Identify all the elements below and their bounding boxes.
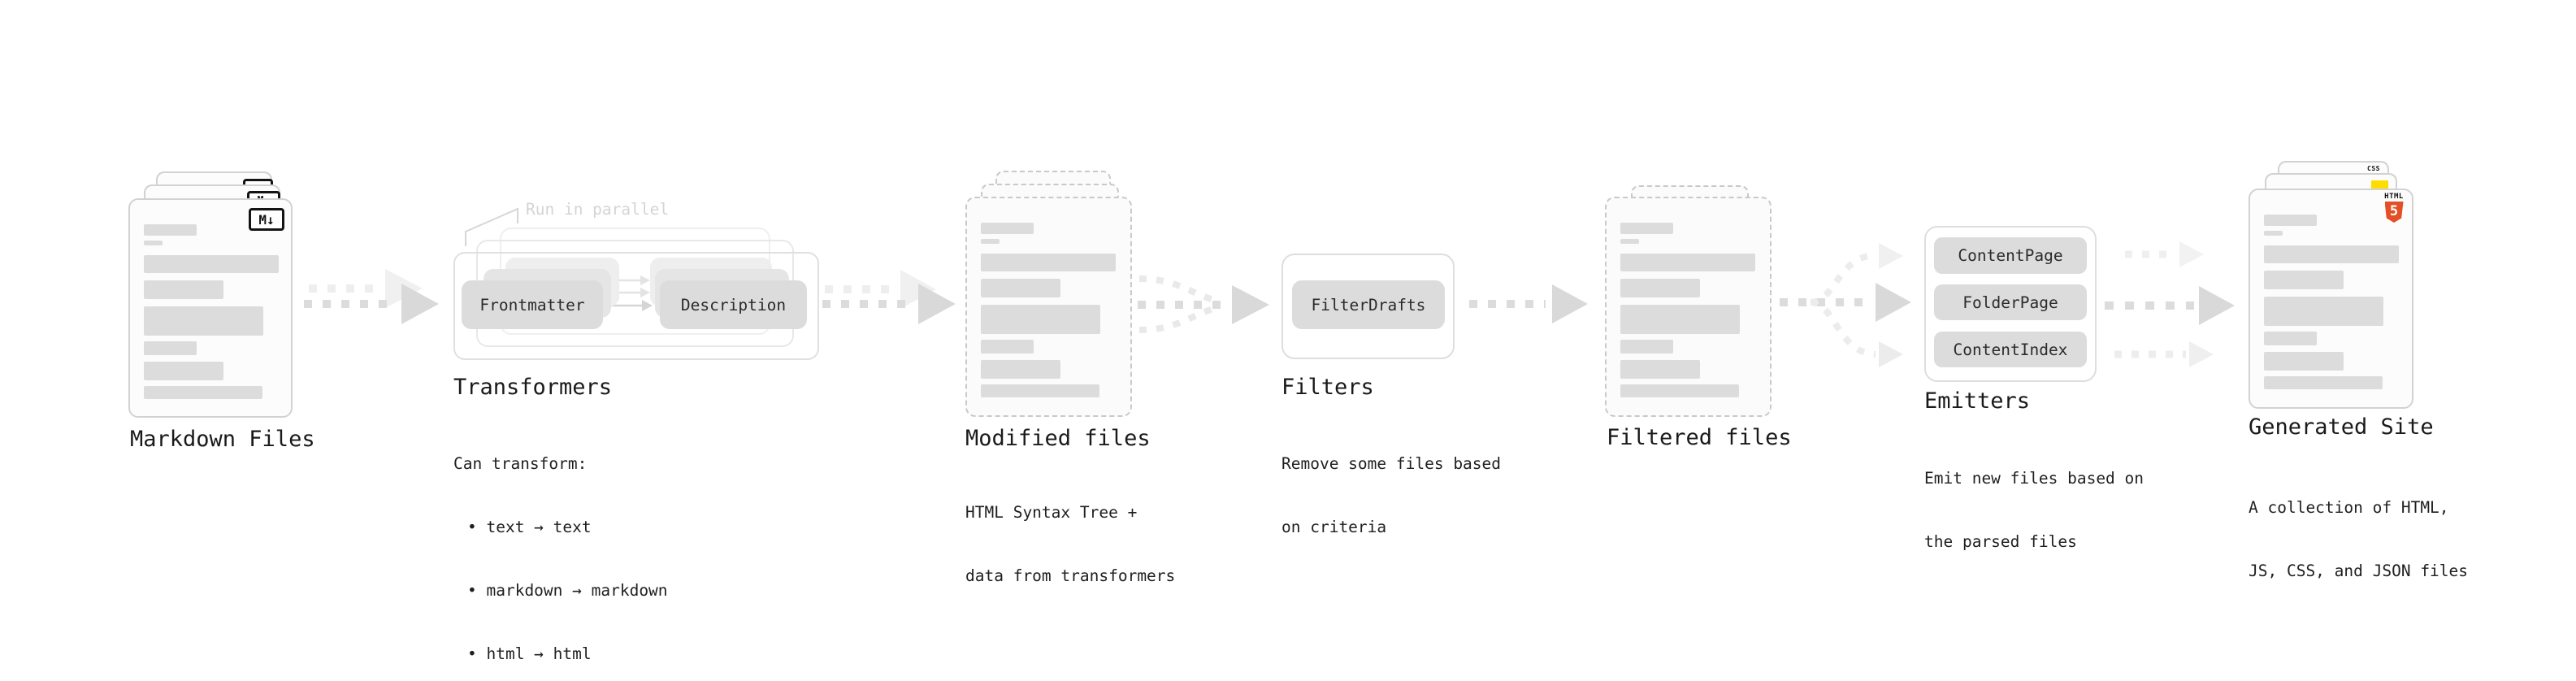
desc-line: Remove some files based [1281,454,1502,473]
stage-title-filters: Filters [1281,375,1374,400]
arrow-modified-to-filters [1138,275,1269,333]
stage-desc-generated-site: A collection of HTML, JS, CSS, and JSON … [2249,455,2468,624]
description-pill: Description [660,280,807,329]
stage-title-generated-site: Generated Site [2249,414,2434,440]
placeholder-bar [981,305,1100,334]
desc-line: • html → html [467,644,592,663]
placeholder-bar [144,362,223,380]
placeholder-bar [1620,384,1739,397]
desc-line: Can transform: [453,454,588,473]
placeholder-bar [981,360,1060,379]
stage-title-emitters: Emitters [1924,388,2031,414]
desc-line: on criteria [1281,518,1387,536]
markdown-file-card: M↓ [128,198,293,418]
desc-line: the parsed files [1924,532,2077,551]
placeholder-bar [1620,360,1700,379]
placeholder-bar [144,224,197,236]
css-icon-label: CSS [2367,165,2380,172]
placeholder-bar [2264,297,2383,326]
placeholder-bar [2264,231,2283,236]
placeholder-bar [144,280,223,299]
transformer-box [453,252,819,360]
filterdrafts-pill: FilterDrafts [1292,280,1445,329]
placeholder-bar [2264,271,2344,289]
modified-file-card [965,197,1132,417]
placeholder-bar [1620,305,1740,334]
placeholder-bar [2264,376,2383,389]
filtered-file-card [1605,197,1772,417]
arrow-filters-to-filtered [1469,284,1588,323]
arrow-markdown-to-transformers [304,269,439,324]
arrow-filtered-to-emitters [1780,243,1911,367]
arrow-transformers-to-modified [822,270,956,324]
run-in-parallel-note: Run in parallel [526,200,670,219]
placeholder-bar [1620,279,1700,297]
placeholder-bar [2264,332,2317,345]
arrow-emitters-to-generated [2105,241,2235,367]
frontmatter-pill: Frontmatter [462,280,603,329]
placeholder-bar [1620,340,1673,354]
desc-line: JS, CSS, and JSON files [2249,562,2469,580]
placeholder-bar [981,384,1099,397]
folderpage-pill: FolderPage [1934,284,2087,320]
placeholder-bar [981,239,1000,244]
placeholder-bar [1620,223,1673,234]
generated-file-card: HTML 5 [2249,189,2413,409]
placeholder-bar [2264,245,2399,263]
desc-line: Emit new files based on [1924,469,2144,488]
html5-icon: HTML 5 [2384,193,2404,223]
placeholder-bar [981,340,1034,354]
placeholder-bar [981,254,1116,271]
desc-line: A collection of HTML, [2249,498,2449,517]
placeholder-bar [144,306,263,336]
desc-line: data from transformers [965,566,1176,585]
desc-line: • text → text [467,518,592,536]
placeholder-bar [144,386,262,399]
contentpage-pill: ContentPage [1934,237,2087,274]
stage-desc-filters: Remove some files based on criteria [1281,411,1501,580]
stage-title-modified-files: Modified files [965,426,1151,451]
desc-line: HTML Syntax Tree + [965,503,1138,522]
placeholder-bar [2264,215,2317,226]
stage-desc-modified-files: HTML Syntax Tree + data from transformer… [965,460,1175,629]
placeholder-bar [981,223,1034,234]
stage-title-filtered-files: Filtered files [1607,425,1792,450]
stage-title-markdown-files: Markdown Files [130,427,315,452]
stage-desc-emitters: Emit new files based on the parsed files [1924,426,2144,595]
markdown-icon: M↓ [249,208,284,231]
stage-desc-transformers: Can transform: • text → text • markdown … [453,411,668,681]
html5-icon-shield: 5 [2384,202,2404,223]
stage-title-transformers: Transformers [453,375,613,400]
html5-icon-label: HTML [2384,193,2404,201]
placeholder-bar [981,279,1060,297]
placeholder-bar [1620,239,1639,244]
placeholder-bar [1620,254,1755,271]
contentindex-pill: ContentIndex [1934,332,2087,367]
placeholder-bar [144,341,197,355]
placeholder-bar [144,241,163,245]
desc-line: • markdown → markdown [467,581,668,600]
placeholder-bar [2264,352,2344,371]
placeholder-bar [144,255,279,273]
